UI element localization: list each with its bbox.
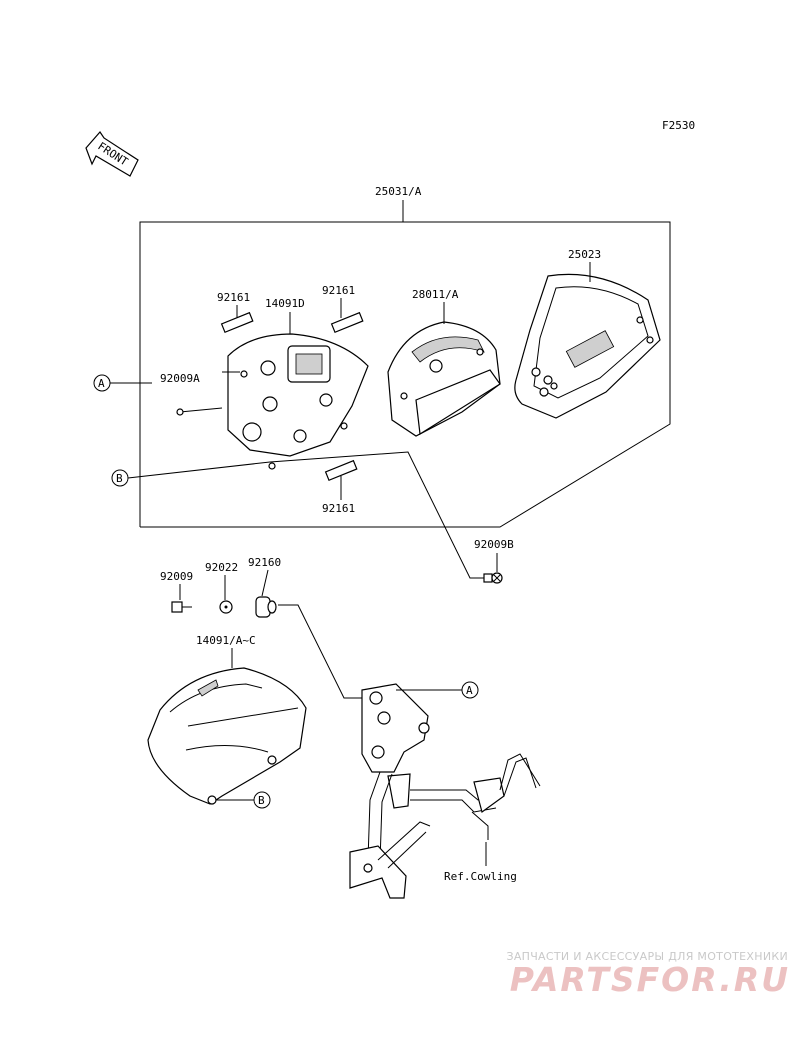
pad-left-part: [220, 311, 254, 334]
svg-text:A: A: [98, 377, 105, 390]
label-screw-a: 92009A: [160, 372, 200, 385]
ref-b-cover: B: [253, 791, 271, 809]
label-ref-cowling: Ref.Cowling: [444, 870, 517, 883]
ref-a-bracket: A: [461, 681, 479, 699]
cover-part: [147, 667, 307, 805]
washer-part: [219, 600, 233, 614]
housing-part: [227, 333, 369, 470]
figure-code: F2530: [662, 119, 695, 132]
pad-bottom-part: [324, 459, 358, 482]
bracket-part: [349, 683, 541, 899]
label-lens-cover: 25023: [568, 248, 601, 261]
label-meter-unit: 28011/A: [412, 288, 459, 301]
label-bolt: 92009: [160, 570, 193, 583]
meter-unit-part: [387, 321, 501, 437]
assembly-outline: [139, 200, 671, 528]
ref-a-left: A: [93, 374, 111, 392]
label-grommet: 92160: [248, 556, 281, 569]
svg-text:A: A: [466, 684, 473, 697]
screw-a-part: [176, 407, 223, 416]
svg-text:B: B: [258, 794, 265, 807]
label-pad-bottom: 92161: [322, 502, 355, 515]
label-housing: 14091D: [265, 297, 305, 310]
label-assembly: 25031/A: [375, 185, 422, 198]
grommet-part: [255, 596, 277, 618]
label-washer: 92022: [205, 561, 238, 574]
lens-cover-part: [514, 273, 661, 419]
watermark-logo: PARTSFOR.RU: [509, 960, 790, 999]
label-cover: 14091/A~C: [196, 634, 256, 647]
label-pad-left: 92161: [217, 291, 250, 304]
label-screw-b: 92009B: [474, 538, 514, 551]
label-pad-right: 92161: [322, 284, 355, 297]
screw-b-part: [483, 572, 503, 584]
front-arrow-icon: FRONT: [85, 131, 139, 177]
svg-text:B: B: [116, 472, 123, 485]
ref-b-left: B: [111, 469, 129, 487]
bolt-part: [171, 601, 192, 613]
watermark-tagline: ЗАПЧАСТИ И АКСЕССУАРЫ ДЛЯ МОТОТЕХНИКИ: [506, 950, 788, 963]
pad-right-part: [330, 311, 364, 334]
